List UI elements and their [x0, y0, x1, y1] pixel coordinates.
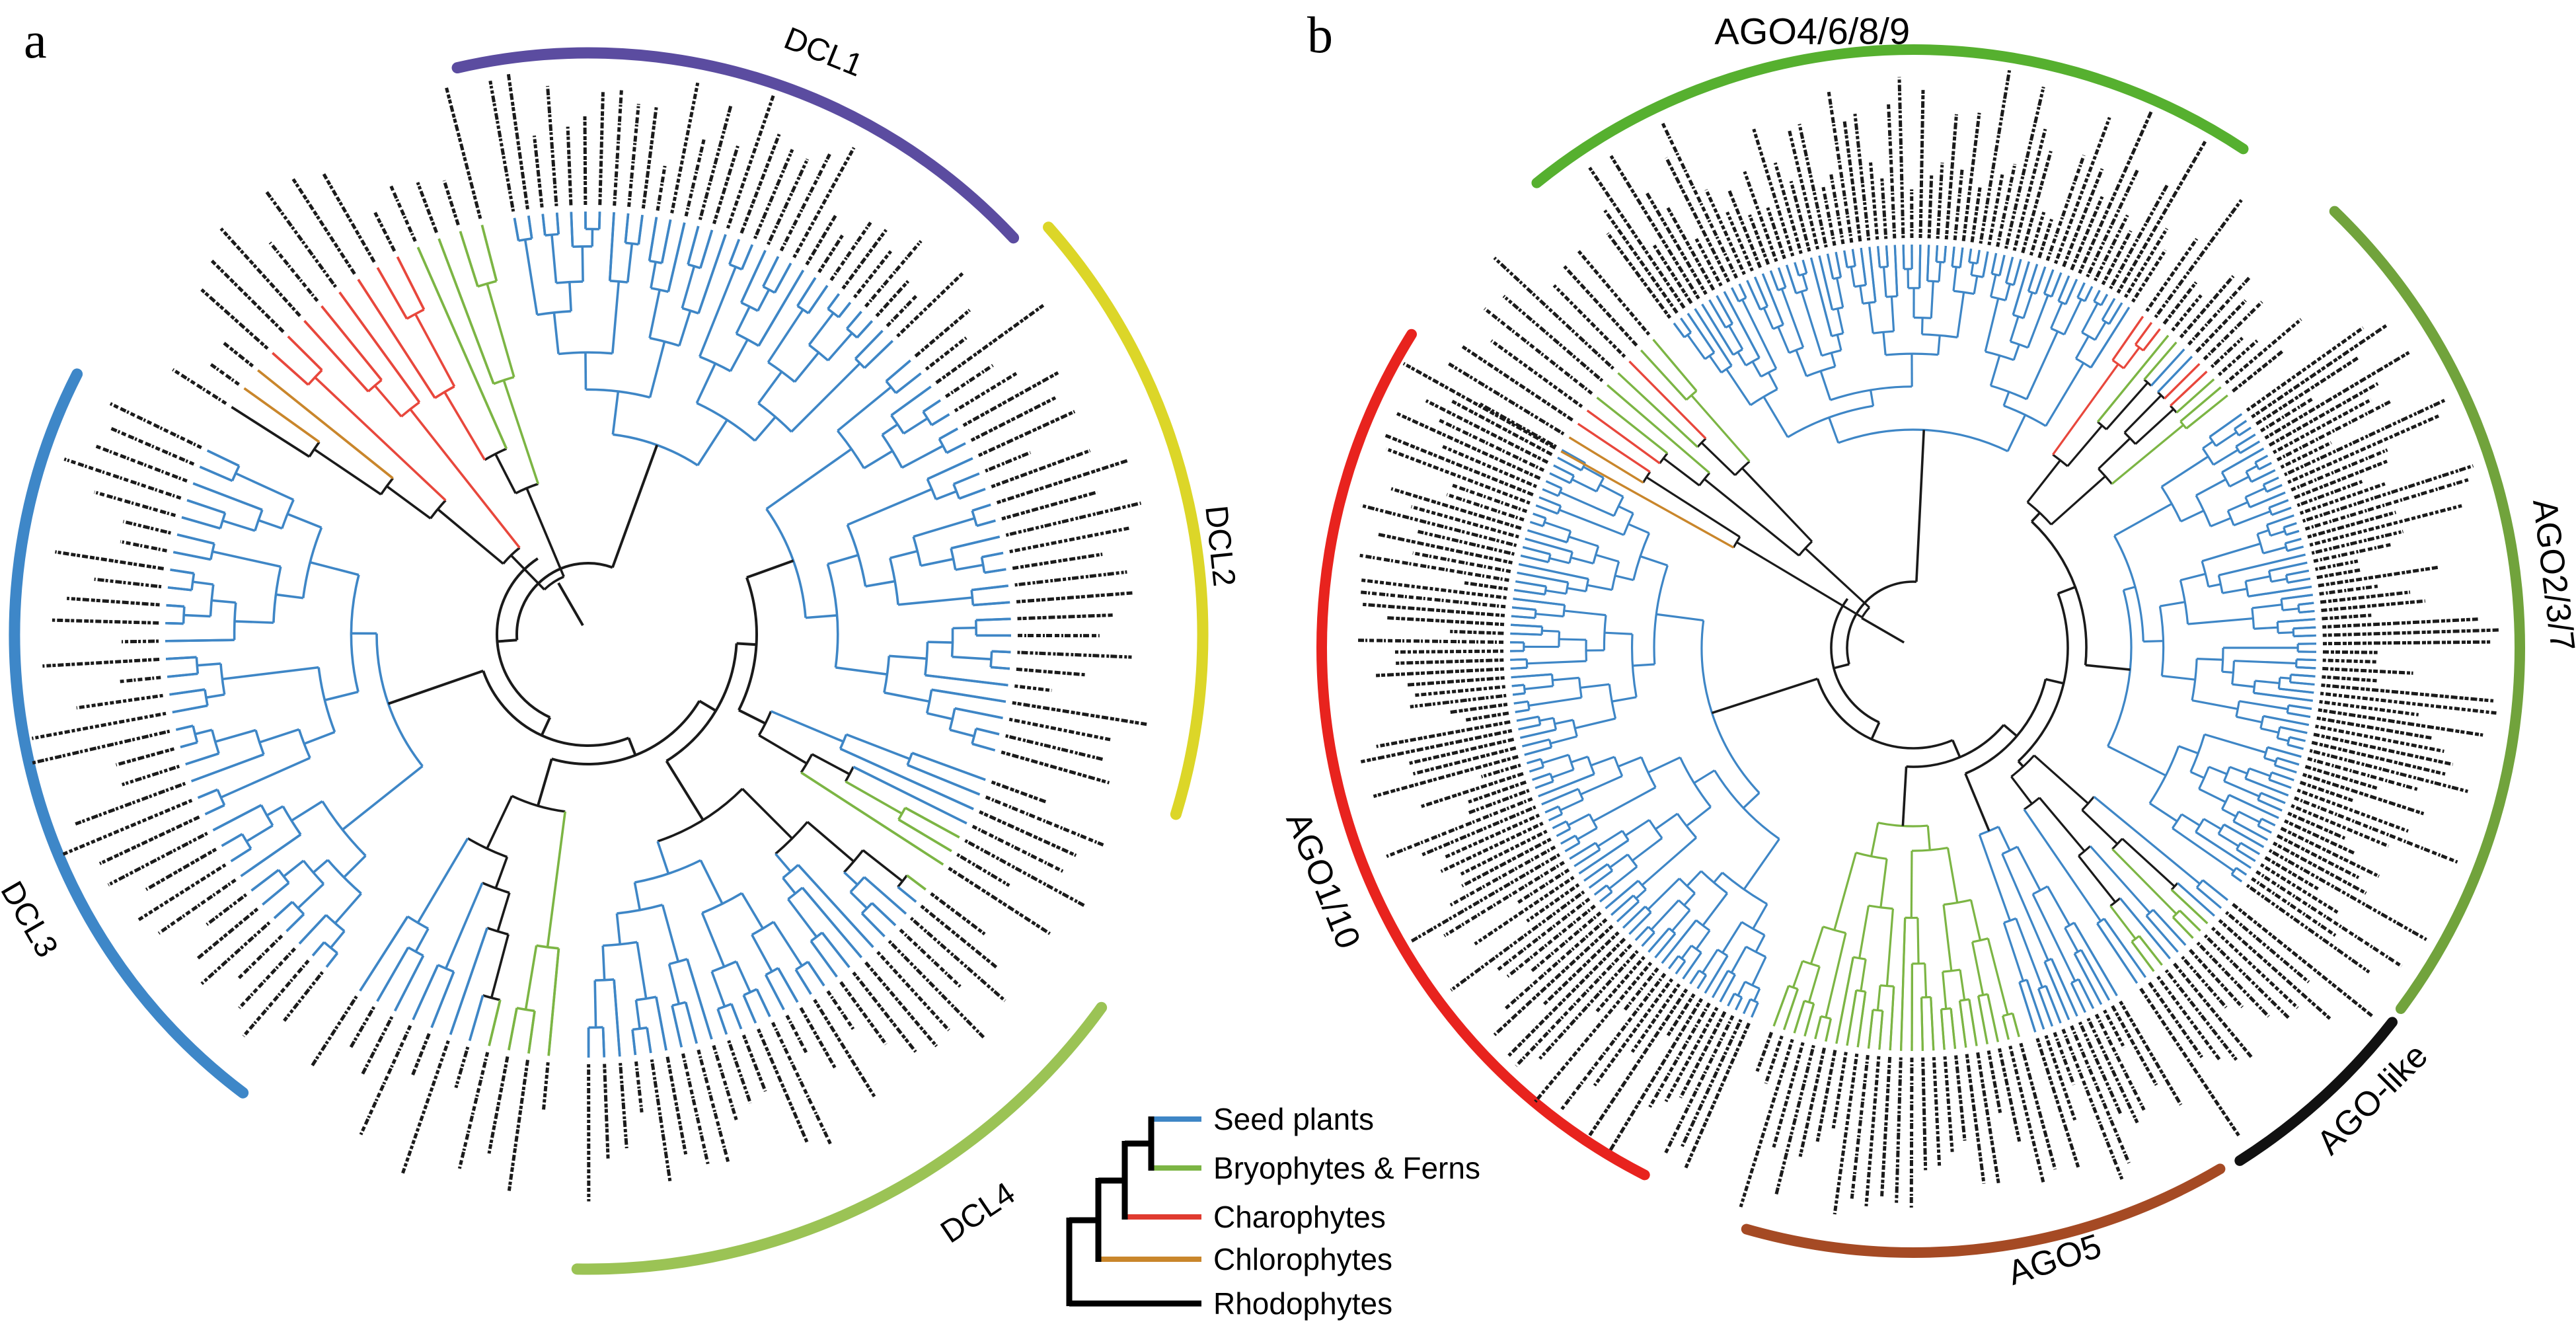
- panel-b-tip-labels: [1356, 69, 2499, 1215]
- clade-arc-AGO110: [1316, 329, 1650, 1181]
- panel-b-clade-arcs: [1316, 44, 2525, 1258]
- clade-label-AGO4689: AGO4/6/8/9: [1714, 10, 1911, 52]
- clade-arc-DCL4: [571, 1001, 1108, 1275]
- clade-arc-AGO5: [1741, 1163, 2226, 1258]
- legend-label-chlorophytes: Chlorophytes: [1213, 1242, 1393, 1276]
- panel-a-clade-arcs: [9, 47, 1209, 1275]
- panel-a-letter: a: [24, 11, 47, 69]
- clade-arc-AGO237: [2329, 206, 2525, 1015]
- panel-a-tip-labels: [30, 73, 1147, 1202]
- clade-arc-AGO4689: [1531, 44, 2249, 188]
- clade-arc-DCL1: [451, 47, 1020, 244]
- legend-label-rhodophytes: Rhodophytes: [1213, 1286, 1393, 1321]
- panel-a-branches: [165, 212, 1012, 1058]
- legend-cladogram: [1066, 1116, 1201, 1307]
- panel-b-letter: b: [1307, 6, 1333, 63]
- legend-label-bryophytes-ferns: Bryophytes & Ferns: [1213, 1151, 1480, 1185]
- clade-arc-AGOlike: [2234, 1017, 2398, 1166]
- clade-arc-DCL2: [1043, 221, 1209, 820]
- legend-label-charophytes: Charophytes: [1213, 1200, 1386, 1234]
- panel-b-branches: [1510, 244, 2316, 1052]
- clade-arc-DCL3: [9, 368, 249, 1099]
- legend-label-seed-plants: Seed plants: [1213, 1102, 1374, 1136]
